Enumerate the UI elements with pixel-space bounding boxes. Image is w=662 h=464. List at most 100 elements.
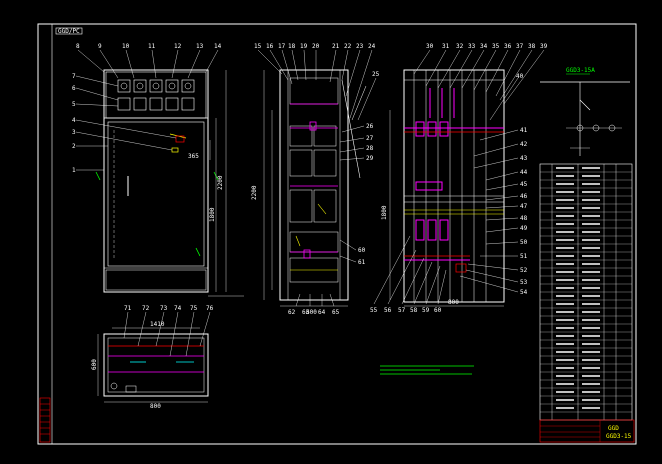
side-cabinet-outline [279,69,349,301]
rear-callout-44: 44 [520,169,528,176]
side-callout-65: 65 [332,309,340,316]
side-callout-17: 17 [278,43,286,50]
rear-callout-42: 42 [520,141,528,148]
rear-callout-45: 45 [520,181,528,188]
front-cabinet-outline [103,69,209,293]
revision-strip [39,397,51,443]
rear-callout-49: 49 [520,225,528,232]
front-callout-9: 9 [98,43,102,50]
rear-callout-39: 39 [540,43,548,50]
rear-callout-34: 34 [480,43,488,50]
rear-dim-width: 800 [448,299,459,306]
rear-callout-59: 59 [422,307,430,314]
plan-callout-72: 72 [142,305,150,312]
rear-callout-54: 54 [520,289,528,296]
side-callout-19: 19 [300,43,308,50]
single-line-diagram: GGD3-15A [540,67,630,156]
side-callout-23: 23 [356,43,364,50]
rear-callout-47: 47 [520,203,528,210]
side-dim-depth: 600 [306,309,317,316]
side-callout-28: 28 [366,145,374,152]
side-callout-22: 22 [344,43,352,50]
side-callout-62: 62 [288,309,296,316]
front-callout-10: 10 [122,43,130,50]
side-callout-27: 27 [366,135,374,142]
front-meters [117,79,195,111]
side-callout-63: 63 [302,309,310,316]
front-callout-5: 5 [72,101,76,108]
rear-callout-52: 52 [520,267,528,274]
stamp-box [55,27,83,35]
rear-dim-height: 1800 [381,205,388,220]
rear-callout-55: 55 [370,307,378,314]
parts-list-table [539,163,633,421]
side-callout-15: 15 [254,43,262,50]
rear-callout-31: 31 [442,43,450,50]
rear-callout-36: 36 [504,43,512,50]
plan-callout-71: 71 [124,305,132,312]
side-callout-61: 61 [358,259,366,266]
title-block-name: GGD [608,425,619,432]
rear-callout-58: 58 [410,307,418,314]
front-callout-13: 13 [196,43,204,50]
side-callout-60: 60 [358,247,366,254]
front-dim-inner: 1800 [209,207,216,222]
front-view: 2200 1800 365 8 9 10 11 12 13 14 7 [72,43,244,297]
side-callout-64: 64 [318,309,326,316]
rear-callout-40: 40 [516,73,524,80]
outer-frame [37,23,637,445]
plan-view: 800 600 1410 71 72 73 74 75 76 [91,305,214,410]
center-notes [380,365,474,375]
front-callout-2: 2 [72,143,76,150]
side-dim-height: 2200 [251,185,258,200]
rear-callout-46: 46 [520,193,528,200]
front-callout-3: 3 [72,129,76,136]
side-callout-16: 16 [266,43,274,50]
plan-callout-76: 76 [206,305,214,312]
rear-callout-38: 38 [528,43,536,50]
side-callout-29: 29 [366,155,374,162]
stamp-label: GGD/PC [58,28,80,35]
plan-callout-73: 73 [160,305,168,312]
front-dim-height: 2200 [217,175,224,190]
side-view: 2200 600 15 16 17 [251,43,380,316]
inner-frame [51,23,637,445]
plan-callout-74: 74 [174,305,182,312]
rear-callout-57: 57 [398,307,406,314]
front-callout-8: 8 [76,43,80,50]
front-door [107,121,205,267]
side-callout-25: 25 [372,71,380,78]
rear-callout-37: 37 [516,43,524,50]
rear-callout-32: 32 [456,43,464,50]
plan-callout-75: 75 [190,305,198,312]
front-callout-7: 7 [72,73,76,80]
plan-outline [103,333,209,397]
rear-callout-56: 56 [384,307,392,314]
side-callout-20: 20 [312,43,320,50]
side-callout-21: 21 [332,43,340,50]
rear-view: 1800 800 [370,43,548,314]
plan-dim-depth: 600 [91,359,98,370]
rear-callout-35: 35 [492,43,500,50]
front-callout-4: 4 [72,117,76,124]
front-callout-12: 12 [174,43,182,50]
rear-callout-51: 51 [520,253,528,260]
plan-dim-label: 1410 [150,321,165,328]
side-callout-18: 18 [288,43,296,50]
title-block-code: GGD3-15 [606,433,632,440]
front-callout-1: 1 [72,167,76,174]
rear-callout-43: 43 [520,155,528,162]
side-callout-24: 24 [368,43,376,50]
title-block: GGD GGD3-15 [539,419,635,443]
rear-callout-60: 60 [434,307,442,314]
front-callout-11: 11 [148,43,156,50]
rear-callout-41: 41 [520,127,528,134]
front-dim-mark: 365 [188,153,199,160]
rear-callout-53: 53 [520,279,528,286]
rear-callout-50: 50 [520,239,528,246]
front-callout-6: 6 [72,85,76,92]
side-callout-26: 26 [366,123,374,130]
rear-callout-48: 48 [520,215,528,222]
single-line-title: GGD3-15A [566,67,595,74]
